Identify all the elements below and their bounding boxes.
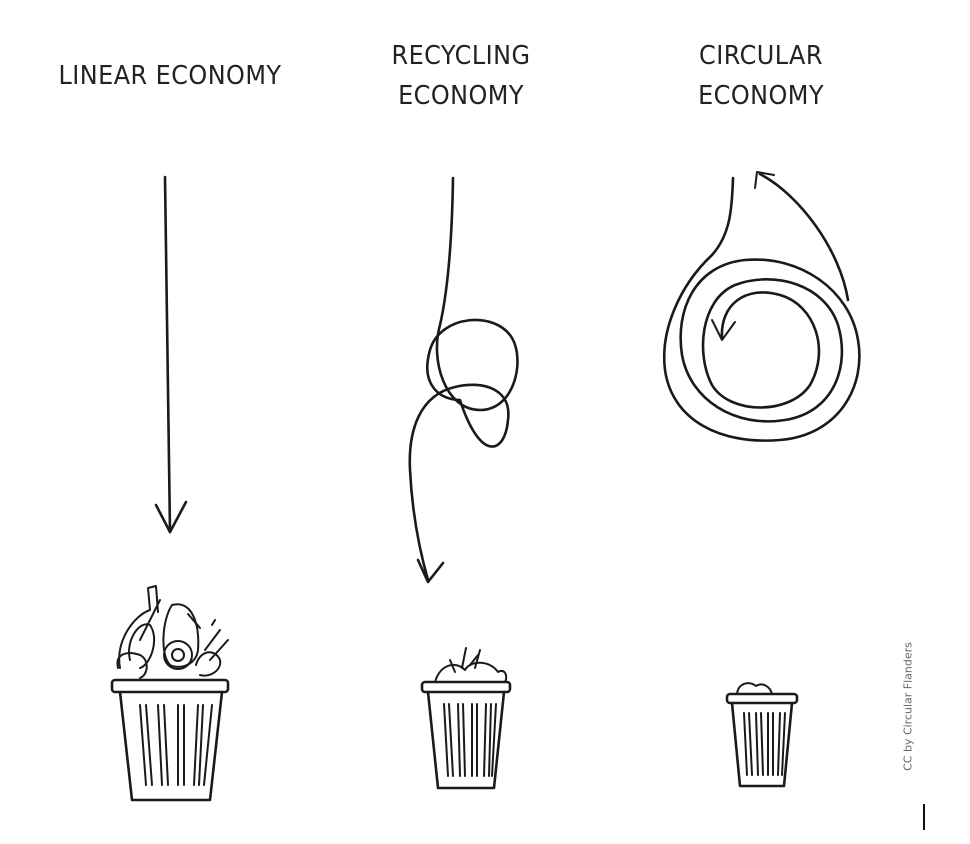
recycling-arrow: [408, 176, 519, 584]
license-credit: CC by Circular Flanders: [901, 642, 915, 771]
linear-economy-title: LINEAR ECONOMY: [58, 61, 282, 91]
circular-economy-title: CIRCULAR ECONOMY: [698, 41, 824, 111]
text-cursor: [923, 804, 925, 830]
half-full-trash-bin-icon: [420, 647, 512, 790]
recycling-economy-title: RECYCLING ECONOMY: [391, 41, 531, 111]
almost-empty-trash-bin-icon: [725, 682, 799, 788]
circular-spiral: [662, 171, 861, 442]
linear-arrow: [154, 175, 188, 534]
full-trash-bin-icon: [110, 585, 230, 802]
